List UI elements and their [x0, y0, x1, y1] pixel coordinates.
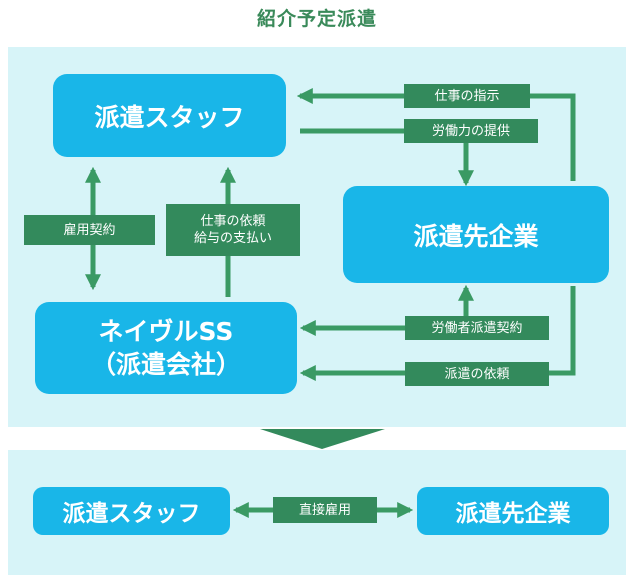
client-box-label: 派遣先企業: [413, 221, 539, 251]
agency-name: ネイヴルSS: [98, 317, 234, 346]
bottom-client-box: 派遣先企業: [417, 487, 609, 535]
bottom-staff-box: 派遣スタッフ: [33, 487, 230, 535]
direct-employment-label: 直接雇用: [273, 497, 377, 523]
dispatch-request-label: 派遣の依頼: [405, 362, 549, 386]
employment-contract-label: 雇用契約: [24, 215, 155, 245]
staff-box-label: 派遣スタッフ: [94, 102, 245, 132]
bottom-staff-label: 派遣スタッフ: [62, 501, 201, 527]
staff-box: 派遣スタッフ: [53, 74, 286, 157]
job-request-text: 仕事の依頼: [200, 214, 266, 229]
diagram-title: 紹介予定派遣: [256, 8, 377, 30]
bottom-client-label: 派遣先企業: [455, 501, 571, 527]
job-request-salary-label: 仕事の依頼 給与の支払い: [166, 204, 300, 256]
transition-down-arrow: [260, 429, 385, 449]
work-instruction-label: 仕事の指示: [404, 84, 530, 108]
labor-provision-label: 労働力の提供: [404, 119, 538, 143]
client-box: 派遣先企業: [343, 186, 609, 283]
agency-type: （派遣会社）: [90, 350, 241, 379]
work-instruction-arrow: [296, 87, 576, 181]
salary-payment-text: 給与の支払い: [193, 231, 272, 246]
worker-dispatch-contract-label: 労働者派遣契約: [405, 316, 549, 340]
dispatch-request-arrow: [299, 286, 576, 382]
agency-box: ネイヴルSS （派遣会社）: [35, 302, 297, 394]
